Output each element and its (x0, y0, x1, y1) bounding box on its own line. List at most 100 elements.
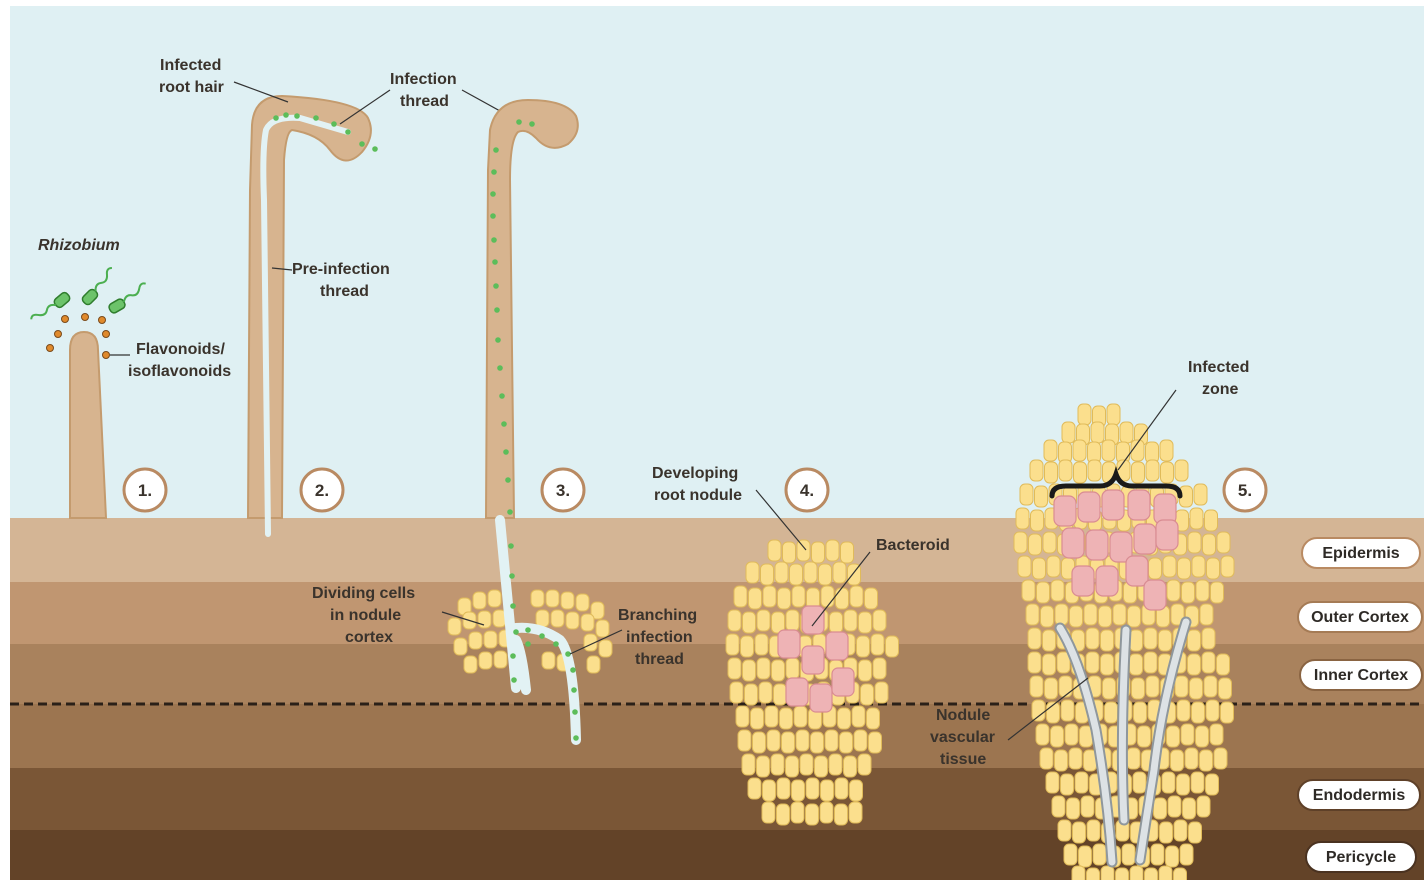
nodule-cell (794, 706, 807, 727)
nodule-cell (1214, 748, 1227, 769)
nodule-cell (826, 540, 839, 561)
nodule-cell (790, 564, 803, 585)
developing-nodule-label-line1: Developing (652, 465, 738, 482)
nodule-cell (821, 780, 834, 801)
nodule-cell (743, 612, 756, 633)
nodule-cell (1190, 508, 1203, 529)
nodule-cell (1059, 460, 1072, 481)
layer-label-outer-cortex: Outer Cortex (1311, 609, 1409, 626)
nodule-cell (778, 588, 791, 609)
nodule-cell (840, 732, 853, 753)
step-number-1: 1. (138, 481, 152, 500)
nodule-cell (841, 542, 854, 563)
nodule-cell (786, 756, 799, 777)
nodule-cell (1146, 676, 1159, 697)
layer-label-endodermis: Endodermis (1313, 787, 1406, 804)
nodule-cell (1107, 404, 1120, 425)
nodule-cell (852, 706, 865, 727)
step-number-3: 3. (556, 481, 570, 500)
nodule-cell (836, 588, 849, 609)
nodule-cell (1030, 676, 1043, 697)
nodule-cell (869, 732, 882, 753)
nodule-cell (835, 804, 848, 825)
branching-label-line3: thread (635, 651, 684, 668)
nodule-cell (1033, 558, 1046, 579)
nodule-cell (1035, 486, 1048, 507)
vascular-label-line2: vascular (930, 729, 995, 746)
pre-infection-label-line1: Pre-infection (292, 261, 390, 278)
nodule-cell (736, 706, 749, 727)
nodule-cell (772, 660, 785, 681)
nodule-cell (1062, 422, 1075, 443)
nodule-cell (782, 732, 795, 753)
nodule-cell (1219, 678, 1232, 699)
nodule-cell (1103, 678, 1116, 699)
nodule-cell (774, 684, 787, 705)
nodule-cell (1031, 510, 1044, 531)
nodule-cell (1206, 774, 1219, 795)
nodule-cell (1144, 628, 1157, 649)
nodule-cell (777, 804, 790, 825)
nodule-cell (1105, 702, 1118, 723)
nodule-cell (1178, 558, 1191, 579)
nodule-cell (859, 660, 872, 681)
nodule-cell (850, 586, 863, 607)
nodule-cell (777, 778, 790, 799)
vascular-label-line1: Nodule (936, 707, 990, 724)
nodule-cell (1159, 630, 1172, 651)
nodule-cell (1167, 726, 1180, 747)
nodule-cell (1191, 772, 1204, 793)
nodule-cell (821, 586, 834, 607)
nodule-cell (1065, 724, 1078, 745)
nodule-cell (741, 636, 754, 657)
nodule-cell (830, 612, 843, 633)
nodule-cell (745, 684, 758, 705)
layer-badge-endodermis: Endodermis (1298, 780, 1420, 810)
nodule-cell (1134, 702, 1147, 723)
nodule-cell (1028, 628, 1041, 649)
nodule-cell (1072, 866, 1085, 880)
nodule-cell (1196, 726, 1209, 747)
nodule-cell (811, 732, 824, 753)
nodule-cell (1122, 844, 1135, 865)
nodule-cell (1160, 822, 1173, 843)
nodule-cell (759, 682, 772, 703)
nodule-cell (844, 756, 857, 777)
nodule-cell (1182, 582, 1195, 603)
nodule-cell (1064, 844, 1077, 865)
nodule-cell (780, 708, 793, 729)
nodule-cell (1145, 868, 1158, 880)
developing-nodule-label-line2: root nodule (654, 487, 742, 504)
nodule-cell (1091, 422, 1104, 443)
nodule-cell (1055, 750, 1068, 771)
nodule-cell (825, 730, 838, 751)
nodule-cell (854, 730, 867, 751)
nodule-cell (857, 636, 870, 657)
nodule-cell (1196, 580, 1209, 601)
nodule-cell (1051, 580, 1064, 601)
nodule-cell (1018, 556, 1031, 577)
nodule-cell (786, 610, 799, 631)
nodule-cell (838, 708, 851, 729)
nodule-cell (1132, 678, 1145, 699)
nodule-cell (1210, 724, 1223, 745)
nodule-cell (1044, 440, 1057, 461)
nodule-cell (738, 730, 751, 751)
nodule-cell (1177, 774, 1190, 795)
nodule-cell (819, 564, 832, 585)
nodule-cell (792, 780, 805, 801)
nodule-cell (1073, 822, 1086, 843)
nodule-cell (1221, 556, 1234, 577)
nodule-cell (835, 778, 848, 799)
nodule-cell (1132, 462, 1145, 483)
nodule-cell (1188, 532, 1201, 553)
nodule-cell (1205, 510, 1218, 531)
infection-thread-label-line2: thread (400, 93, 449, 110)
nodule-cell (1211, 582, 1224, 603)
step-badge-2: 2. (301, 469, 343, 511)
nodule-cell (1040, 748, 1053, 769)
nodule-cell (726, 634, 739, 655)
nodule-cell (1061, 774, 1074, 795)
nodule-cell (748, 778, 761, 799)
nodule-cell (859, 612, 872, 633)
